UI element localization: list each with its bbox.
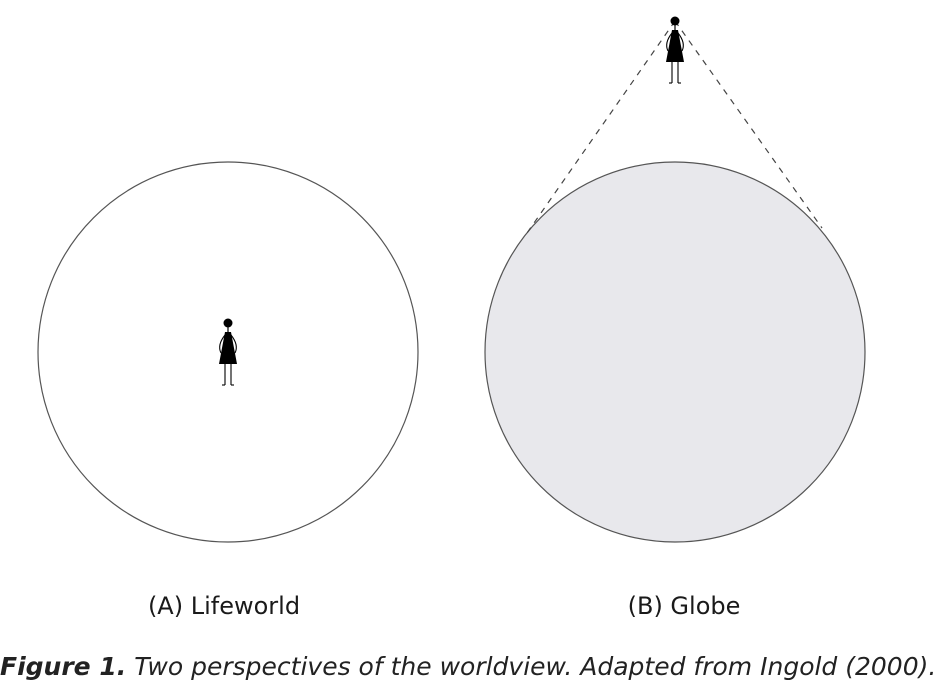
panel-label-globe: (B) Globe — [627, 592, 741, 620]
worldview-diagram — [37, 16, 866, 543]
person-figure-observer — [666, 16, 684, 84]
panel-label-lifeworld: (A) Lifeworld — [147, 592, 301, 620]
caption-text: Two perspectives of the worldview. Adapt… — [134, 652, 936, 681]
caption-label: Figure 1. — [0, 652, 127, 681]
globe-circle — [484, 161, 866, 543]
figure-caption: Figure 1. Two perspectives of the worldv… — [0, 652, 936, 681]
person-figure-lifeworld — [219, 318, 237, 386]
